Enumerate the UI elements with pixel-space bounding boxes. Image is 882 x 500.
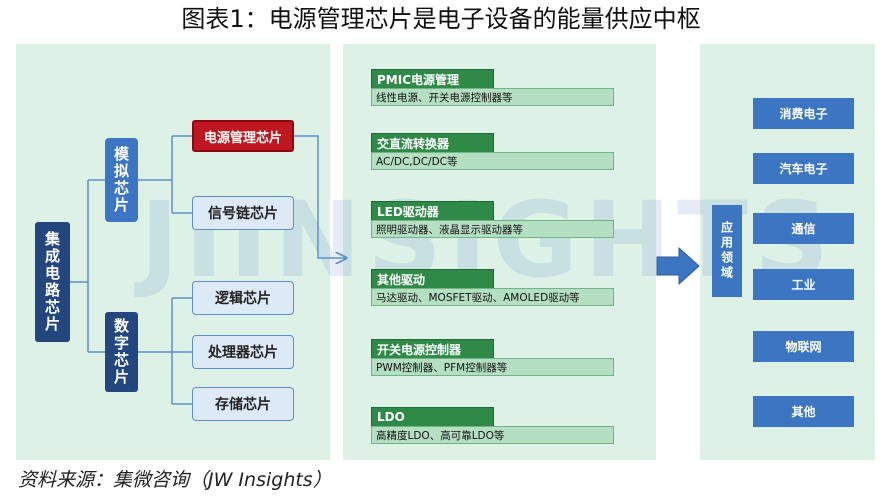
processor-chip-box: 处理器芯片 — [192, 335, 294, 369]
category-body-other-drivers: 马达驱动、MOSFET驱动、AMOLED驱动等 — [371, 288, 614, 306]
category-head-acdc: 交直流转换器 — [371, 133, 494, 153]
category-head-led: LED驱动器 — [371, 201, 494, 221]
application-consumer-electronics: 消费电子 — [753, 98, 854, 129]
category-head-ldo: LDO — [371, 407, 494, 427]
digital-chip-box: 数字芯片 — [105, 312, 138, 392]
category-body-pmic: 线性电源、开关电源控制器等 — [371, 88, 614, 106]
signal-chain-chip-box: 信号链芯片 — [192, 196, 294, 230]
middle-panel — [343, 44, 656, 460]
memory-chip-box: 存储芯片 — [192, 387, 294, 421]
category-body-led: 照明驱动器、液晶显示驱动器等 — [371, 220, 614, 238]
source-note: 资料来源：集微咨询（JW Insights） — [18, 469, 332, 491]
application-industrial: 工业 — [753, 269, 854, 300]
category-head-switch-controller: 开关电源控制器 — [371, 339, 494, 359]
application-iot: 物联网 — [753, 331, 854, 362]
figure-title: 图表1：电源管理芯片是电子设备的能量供应中枢 — [181, 5, 701, 33]
category-body-switch-controller: PWM控制器、PFM控制器等 — [371, 358, 614, 376]
analog-chip-box: 模拟芯片 — [105, 138, 138, 222]
application-other: 其他 — [753, 396, 854, 427]
logic-chip-box: 逻辑芯片 — [192, 281, 294, 315]
category-body-ldo: 高精度LDO、高可靠LDO等 — [371, 426, 614, 444]
power-management-chip-box: 电源管理芯片 — [192, 120, 294, 152]
application-communication: 通信 — [753, 213, 854, 244]
application-domain-label: 应用领域 — [712, 205, 742, 297]
application-automotive-electronics: 汽车电子 — [753, 153, 854, 184]
category-body-acdc: AC/DC,DC/DC等 — [371, 152, 614, 170]
category-head-pmic: PMIC电源管理 — [371, 69, 494, 89]
root-box-ic-chip: 集成电路芯片 — [35, 222, 70, 342]
category-head-other-drivers: 其他驱动 — [371, 269, 494, 289]
right-arrow-icon — [656, 246, 700, 286]
